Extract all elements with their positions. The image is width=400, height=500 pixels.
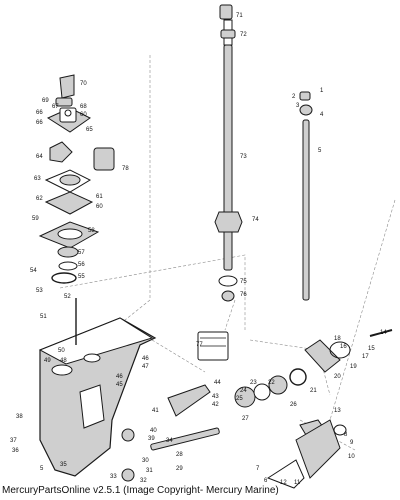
part-label: 73 bbox=[240, 154, 247, 160]
part-label: 4 bbox=[320, 112, 324, 118]
drive-shaft bbox=[214, 4, 243, 302]
part-label: 13 bbox=[334, 408, 341, 414]
part-label: 49 bbox=[44, 358, 51, 364]
part-label: 11 bbox=[294, 480, 301, 486]
part-label: 5 bbox=[40, 466, 44, 472]
part-label: 21 bbox=[310, 388, 317, 394]
part-label: 42 bbox=[212, 402, 219, 408]
shift-shaft bbox=[299, 91, 313, 301]
part-label: 75 bbox=[240, 279, 247, 285]
part-label: 69 bbox=[42, 98, 49, 104]
part-label: 72 bbox=[240, 32, 247, 38]
part-label: 20 bbox=[334, 374, 341, 380]
part-label: 25 bbox=[236, 396, 243, 402]
part-label: 3 bbox=[296, 103, 300, 109]
part-label: 35 bbox=[60, 462, 67, 468]
part-label: 8 bbox=[344, 432, 348, 438]
part-label: 71 bbox=[236, 13, 243, 19]
part-label: 60 bbox=[80, 112, 87, 118]
part-label: 44 bbox=[214, 380, 221, 386]
part-label: 14 bbox=[380, 330, 387, 336]
part-label: 43 bbox=[212, 394, 219, 400]
part-label: 34 bbox=[166, 438, 173, 444]
part-label: 1 bbox=[320, 88, 324, 94]
part-label: 17 bbox=[362, 354, 369, 360]
part-label: 27 bbox=[242, 416, 249, 422]
part-label: 41 bbox=[152, 408, 159, 414]
copyright-caption: MercuryPartsOnline v2.5.1 (Image Copyrig… bbox=[2, 485, 279, 496]
part-label: 62 bbox=[36, 196, 43, 202]
part-label: 12 bbox=[280, 480, 287, 486]
part-label: 50 bbox=[58, 348, 65, 354]
part-label: 5 bbox=[318, 148, 322, 154]
gearcase-housing bbox=[38, 317, 157, 477]
gear-train bbox=[150, 339, 351, 451]
part-label: 40 bbox=[150, 428, 157, 434]
water-pump-assembly bbox=[38, 74, 115, 284]
part-label: 57 bbox=[78, 250, 85, 256]
part-label: 39 bbox=[148, 436, 155, 442]
part-label: 29 bbox=[176, 466, 183, 472]
part-label: 55 bbox=[78, 274, 85, 280]
part-label: 68 bbox=[80, 104, 87, 110]
part-label: 16 bbox=[340, 344, 347, 350]
trim-tab-and-anodes bbox=[121, 331, 229, 482]
part-label: 78 bbox=[122, 166, 129, 172]
part-label: 26 bbox=[290, 402, 297, 408]
part-label: 70 bbox=[80, 81, 87, 87]
part-label: 6 bbox=[264, 478, 268, 484]
part-label: 24 bbox=[240, 388, 247, 394]
part-label: 22 bbox=[268, 380, 275, 386]
part-label: 18 bbox=[334, 336, 341, 342]
part-label: 53 bbox=[36, 288, 43, 294]
part-label: 61 bbox=[96, 194, 103, 200]
part-label: 9 bbox=[350, 440, 354, 446]
part-label: 19 bbox=[350, 364, 357, 370]
part-label: 10 bbox=[348, 454, 355, 460]
part-number-labels: 71 72 70 1 2 3 4 69 67 68 66 60 66 65 5 … bbox=[10, 13, 387, 486]
part-label: 36 bbox=[12, 448, 19, 454]
part-label: 58 bbox=[88, 228, 95, 234]
propeller bbox=[266, 419, 341, 489]
part-label: 56 bbox=[78, 262, 85, 268]
part-label: 31 bbox=[146, 468, 153, 474]
part-label: 7 bbox=[256, 466, 260, 472]
part-label: 74 bbox=[252, 217, 259, 223]
part-label: 48 bbox=[60, 358, 67, 364]
part-label: 65 bbox=[86, 127, 93, 133]
part-label: 64 bbox=[36, 154, 43, 160]
part-label: 63 bbox=[34, 176, 41, 182]
part-label: 33 bbox=[110, 474, 117, 480]
part-label: 32 bbox=[140, 478, 147, 484]
part-label: 66 bbox=[36, 110, 43, 116]
part-label: 51 bbox=[40, 314, 47, 320]
part-label: 46 bbox=[116, 374, 123, 380]
part-label: 77 bbox=[196, 342, 203, 348]
part-label: 45 bbox=[116, 382, 123, 388]
part-label: 76 bbox=[240, 292, 247, 298]
part-label: 60 bbox=[96, 204, 103, 210]
part-label: 59 bbox=[32, 216, 39, 222]
part-label: 38 bbox=[16, 414, 23, 420]
part-label: 30 bbox=[142, 458, 149, 464]
pinion-bolt bbox=[369, 329, 393, 337]
part-label: 37 bbox=[10, 438, 17, 444]
part-label: 52 bbox=[64, 294, 71, 300]
part-label: 66 bbox=[36, 120, 43, 126]
part-label: 28 bbox=[176, 452, 183, 458]
part-label: 2 bbox=[292, 94, 296, 100]
part-label: 67 bbox=[52, 104, 59, 110]
part-label: 23 bbox=[250, 380, 257, 386]
part-label: 54 bbox=[30, 268, 37, 274]
part-label: 47 bbox=[142, 364, 149, 370]
part-label: 46 bbox=[142, 356, 149, 362]
part-label: 15 bbox=[368, 346, 375, 352]
